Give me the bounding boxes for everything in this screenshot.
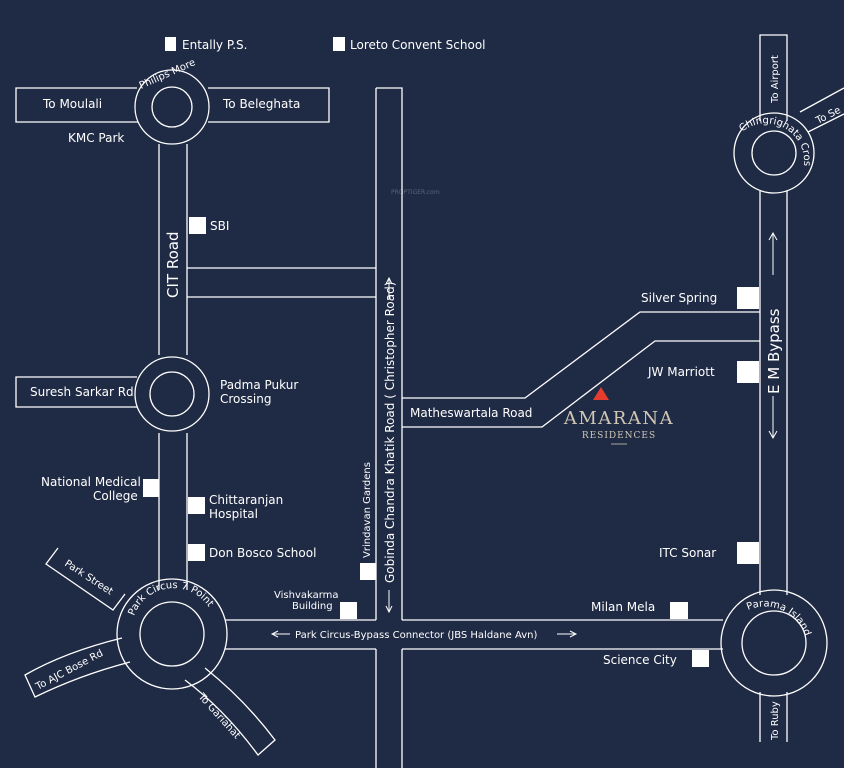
label-to-airport: To Airport — [770, 55, 781, 104]
arrow-icon — [557, 630, 578, 638]
label-suresh-sarkar: Suresh Sarkar Rd — [30, 385, 134, 399]
arrow-icon — [768, 396, 778, 440]
road-connector — [225, 619, 723, 650]
landmark-markers — [143, 37, 759, 667]
label-itc-sonar: ITC Sonar — [659, 546, 716, 560]
roundabout-parama-island — [720, 589, 828, 697]
label-national-medical-2: College — [93, 489, 138, 503]
label-silver-spring: Silver Spring — [641, 291, 717, 305]
road-em-bypass — [759, 191, 788, 742]
road-cit — [158, 144, 188, 590]
road-ajc-bose — [24, 637, 131, 698]
square-marker-icon — [670, 602, 688, 619]
road-sector5 — [799, 87, 844, 133]
label-sbi: SBI — [210, 219, 229, 233]
label-jw-marriott: JW Marriott — [647, 365, 715, 379]
label-vrindavan: Vrindavan Gardens — [362, 462, 373, 558]
label-chittaranjan-1: Chittaranjan — [209, 493, 283, 507]
roundabout-philips-more — [134, 69, 210, 145]
label-entally: Entally P.S. — [182, 38, 247, 52]
road-cit-link — [187, 267, 376, 298]
arrow-icon — [385, 276, 393, 300]
label-gc-khatik: Gobinda Chandra Khatik Road ( Christophe… — [383, 282, 397, 583]
square-marker-icon — [737, 287, 759, 309]
watermark: PROPTIGER.com — [391, 189, 440, 196]
square-marker-icon — [737, 361, 759, 383]
project-name: AMARANA — [563, 408, 674, 429]
direction-arrows — [270, 231, 778, 638]
label-vishvakarma-2: Building — [292, 601, 333, 612]
road-moulali-beleghata — [15, 87, 330, 123]
arrow-icon — [768, 231, 778, 275]
roundabout-padma-pukur — [134, 356, 210, 432]
square-marker-icon — [143, 479, 159, 497]
label-national-medical-1: National Medical — [41, 475, 141, 489]
project-sub: RESIDENCES — [582, 431, 656, 441]
road-christopher — [375, 87, 403, 768]
square-marker-icon — [188, 544, 205, 561]
arrow-icon — [385, 590, 393, 614]
road-suresh-sarkar — [15, 376, 137, 408]
square-marker-icon — [737, 542, 759, 564]
label-don-bosco: Don Bosco School — [209, 546, 316, 560]
road-gariahat — [184, 667, 276, 756]
label-connector: Park Circus-Bypass Connector (JBS Haldan… — [295, 630, 537, 641]
square-marker-icon — [333, 37, 345, 51]
label-to-ruby: To Ruby — [770, 701, 781, 741]
label-padma-pukur-1: Padma Pukur — [220, 378, 298, 392]
road-park-street — [45, 547, 126, 611]
label-park-street: Park Street — [62, 558, 114, 597]
road-network — [15, 34, 844, 768]
road-airport — [759, 34, 788, 121]
square-marker-icon — [692, 650, 709, 667]
label-loreto: Loreto Convent School — [350, 38, 486, 52]
label-to-beleghata: To Beleghata — [222, 97, 300, 111]
label-to-sector5: To Se — [813, 105, 842, 127]
label-em-bypass: E M Bypass — [765, 308, 783, 394]
arrow-icon — [270, 630, 290, 638]
square-marker-icon — [165, 37, 176, 51]
road-matheswartala — [402, 311, 760, 428]
label-padma-pukur-2: Crossing — [220, 392, 271, 406]
label-cit-road: CIT Road — [164, 232, 182, 298]
square-marker-icon — [188, 497, 205, 514]
label-matheswartala: Matheswartala Road — [410, 406, 532, 420]
project-marker: AMARANA RESIDENCES — [563, 387, 674, 445]
label-kmc-park: KMC Park — [68, 131, 124, 145]
label-to-moulali: To Moulali — [42, 97, 102, 111]
label-to-gariahat: To Gariahat — [195, 691, 242, 742]
roundabout-chingrighata — [733, 112, 815, 194]
label-vishvakarma-1: Vishvakarma — [274, 590, 339, 601]
square-marker-icon — [340, 602, 357, 619]
roundabout-fills — [141, 88, 805, 674]
label-milan-mela: Milan Mela — [591, 600, 655, 614]
square-marker-icon — [189, 217, 206, 234]
triangle-marker-icon — [593, 387, 609, 400]
roundabout-park-circus — [116, 578, 228, 690]
label-science-city: Science City — [603, 653, 677, 667]
square-marker-icon — [360, 563, 376, 580]
label-chittaranjan-2: Hospital — [209, 507, 258, 521]
